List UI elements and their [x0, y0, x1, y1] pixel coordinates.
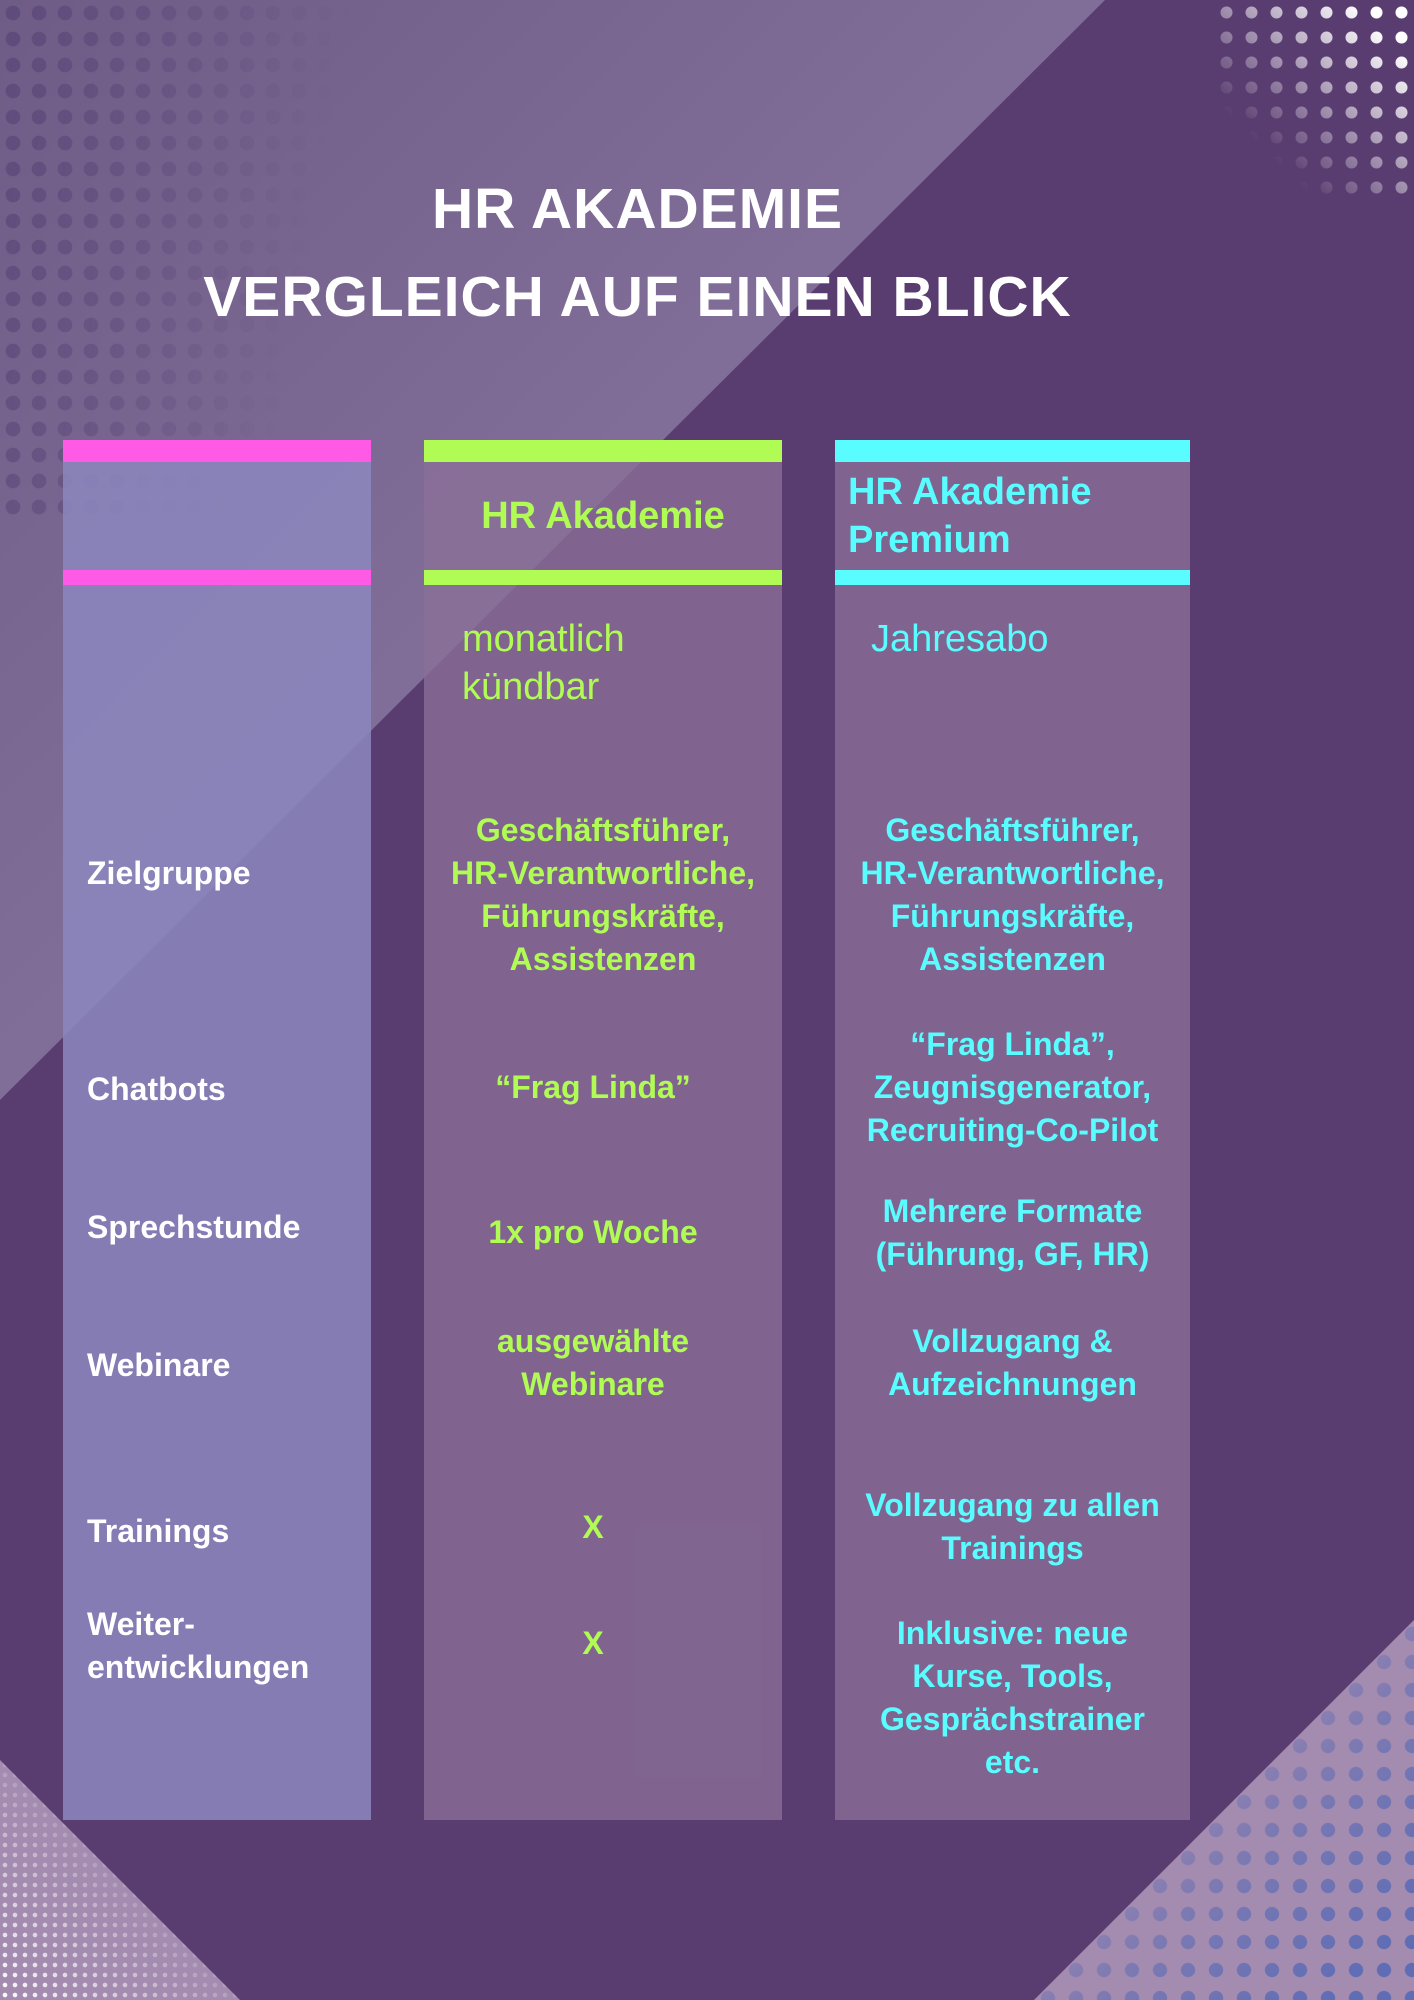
green-top-bar	[424, 440, 782, 462]
label-sprechstunde: Sprechstunde	[87, 1209, 301, 1245]
cyan-top-bar	[835, 440, 1190, 462]
label-trainings: Trainings	[87, 1513, 230, 1549]
basic-trainings-x-icon: X	[582, 1509, 604, 1545]
plan-name-basic: HR Akademie	[424, 462, 782, 570]
label-webinare: Webinare	[87, 1347, 231, 1383]
basic-zielgruppe: Geschäftsführer, HR-Verantwortliche, Füh…	[450, 812, 756, 977]
halftone-decoration-top-left	[0, 0, 380, 520]
title-line-1: HR AKADEMIE	[431, 177, 844, 241]
pink-top-bar	[63, 440, 371, 462]
cyan-divider-bar	[835, 570, 1190, 585]
plan-column-premium: HR Akademie Premium Jahresabo Geschäftsf…	[835, 440, 1190, 1820]
label-weiterentwicklungen: Weiter- entwicklungen	[87, 1606, 310, 1685]
premium-chatbots: “Frag Linda”, Zeugnisgenerator, Recruiti…	[866, 1026, 1159, 1148]
plan-name-basic-text: HR Akademie	[481, 495, 725, 537]
plan-column-basic: HR Akademie monatlich kündbar Geschäftsf…	[424, 440, 782, 1820]
premium-zielgruppe: Geschäftsführer, HR-Verantwortliche, Füh…	[860, 812, 1165, 977]
billing-premium: Jahresabo	[871, 618, 1049, 660]
page-title: HR AKADEMIE VERGLEICH AUF EINEN BLICK	[0, 165, 1275, 341]
label-zielgruppe: Zielgruppe	[87, 855, 251, 891]
green-divider-bar	[424, 570, 782, 585]
basic-webinare: ausgewählte Webinare	[496, 1323, 690, 1402]
plan-name-premium: HR Akademie Premium	[848, 471, 1092, 561]
label-chatbots: Chatbots	[87, 1071, 226, 1107]
basic-weiterentwicklungen-x-icon: X	[582, 1625, 604, 1661]
premium-trainings: Vollzugang zu allen Trainings	[865, 1487, 1160, 1566]
premium-webinare: Vollzugang & Aufzeichnungen	[888, 1323, 1137, 1402]
basic-chatbots: “Frag Linda”	[495, 1069, 691, 1105]
billing-basic: monatlich kündbar	[462, 618, 625, 708]
basic-sprechstunde: 1x pro Woche	[488, 1214, 698, 1250]
halftone-decoration-top-right	[1214, 0, 1414, 200]
premium-weiterentwicklungen: Inklusive: neue Kurse, Tools, Gesprächst…	[879, 1615, 1145, 1780]
feature-labels-column: Zielgruppe Chatbots Sprechstunde Webinar…	[63, 440, 371, 1820]
pink-divider-bar	[63, 570, 371, 585]
premium-sprechstunde: Mehrere Formate (Führung, GF, HR)	[875, 1193, 1150, 1272]
title-line-2: VERGLEICH AUF EINEN BLICK	[203, 265, 1072, 329]
